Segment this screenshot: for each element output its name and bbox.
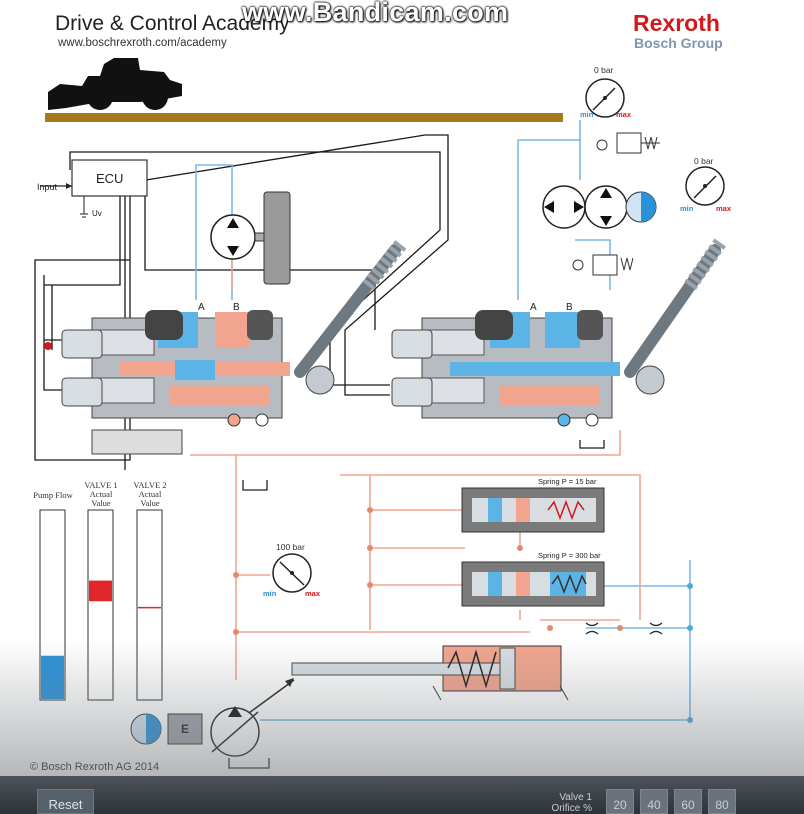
bar-label-pump: Pump Flow bbox=[33, 490, 73, 500]
relief-valve-icon bbox=[572, 132, 660, 276]
orifice-80-button[interactable]: 80 bbox=[708, 789, 736, 814]
supply-label: Uv bbox=[92, 209, 102, 218]
bar-label-valve-1: VALVE 1 Actual Value bbox=[84, 480, 118, 508]
port-a-valve-1: A bbox=[198, 302, 205, 313]
port-a-valve-2: A bbox=[530, 302, 537, 313]
orifice-icon bbox=[585, 622, 663, 635]
bar-gauges bbox=[39, 509, 163, 701]
reset-button[interactable]: Reset bbox=[37, 789, 94, 814]
control-valve-2 bbox=[391, 310, 620, 427]
control-bar bbox=[0, 776, 804, 814]
port-b-valve-2: B bbox=[566, 302, 573, 313]
pump-icon bbox=[210, 706, 260, 757]
gauge-right-max: max bbox=[716, 204, 732, 213]
page-title: Drive & Control Academy bbox=[55, 12, 290, 35]
spring-valve-15 bbox=[461, 487, 605, 533]
pressure-gauge-right bbox=[685, 166, 725, 206]
copyright: © Bosch Rexroth AG 2014 bbox=[30, 761, 160, 773]
input-label: Input bbox=[37, 182, 58, 192]
brand-group: Bosch Group bbox=[634, 35, 723, 51]
academy-url: www.boschrexroth.com/academy bbox=[58, 37, 227, 49]
orifice-20-button[interactable]: 20 bbox=[606, 789, 634, 814]
port-b-valve-1: B bbox=[233, 302, 240, 313]
brand-logo: Rexroth bbox=[633, 10, 720, 36]
gauge-right-reading: 0 bar bbox=[694, 156, 714, 166]
bar-label-valve-2: VALVE 2 Actual Value bbox=[133, 480, 167, 508]
gauge-main-reading: 100 bar bbox=[276, 542, 305, 552]
hydraulic-motor-icon bbox=[210, 191, 291, 285]
tank-icon bbox=[228, 758, 270, 769]
valve-1-lever-icon bbox=[294, 238, 408, 395]
spring-label-300: Spring P = 300 bar bbox=[538, 551, 601, 560]
pressure-gauge-main bbox=[272, 553, 312, 593]
wheel-loader-icon bbox=[48, 58, 182, 110]
pressure-gauge-top bbox=[585, 78, 625, 118]
gauge-top-reading: 0 bar bbox=[594, 65, 614, 75]
orifice-60-button[interactable]: 60 bbox=[674, 789, 702, 814]
spring-label-15: Spring P = 15 bar bbox=[538, 477, 597, 486]
gauge-top-min: min bbox=[580, 110, 594, 119]
tank-icon bbox=[242, 480, 268, 491]
engine-icon bbox=[130, 713, 203, 745]
gauge-main-max: max bbox=[305, 589, 321, 598]
control-valve-1 bbox=[44, 310, 290, 455]
ecu-label: ECU bbox=[96, 171, 124, 186]
ground-bar bbox=[45, 113, 563, 122]
spring-valve-300 bbox=[461, 561, 605, 607]
ecu-box bbox=[71, 159, 148, 197]
gauge-right-min: min bbox=[680, 204, 694, 213]
gauge-main-min: min bbox=[263, 589, 277, 598]
watermark: www.Bandicam.com bbox=[242, 0, 509, 27]
valve-2-lever-icon bbox=[624, 236, 728, 395]
hydraulic-cylinder bbox=[291, 645, 569, 701]
orifice-40-button[interactable]: 40 bbox=[640, 789, 668, 814]
twin-motor-icon bbox=[542, 185, 657, 229]
engine-label: E bbox=[181, 722, 190, 736]
gauge-top-max: max bbox=[616, 110, 632, 119]
